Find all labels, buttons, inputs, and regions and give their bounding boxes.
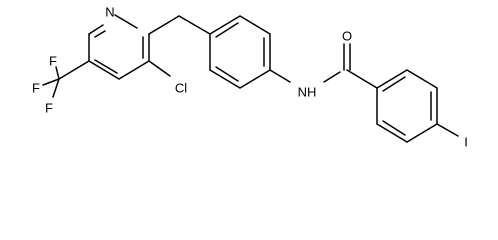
bond-iodophenyl-1 — [376, 69, 408, 89]
bond-cf3-f-bottom — [52, 78, 60, 98]
chemical-structure-diagram: N Cl F F F O NH I — [32, 5, 468, 150]
bond-carbonyl-aryl — [346, 69, 378, 89]
bond-iodophenyl-4 — [406, 123, 438, 143]
bond-c2-ch2 — [148, 15, 180, 35]
atom-label-fluorine-top: F — [49, 54, 57, 69]
bond-iodophenyl-1-double — [382, 76, 406, 92]
bond-phenyl-1-double — [215, 22, 239, 38]
atom-label-iodine: I — [464, 135, 468, 150]
bond-phenyl-4 — [239, 69, 271, 89]
atom-label-amide-o: O — [342, 29, 352, 44]
atom-label-pyridine-n: N — [105, 5, 114, 20]
bond-iodophenyl-5 — [376, 123, 408, 143]
bond-pyridine-c6-n-double — [94, 30, 106, 38]
bond-pyridine-c6-n — [88, 24, 104, 35]
bond-pyridine-c4-c5 — [88, 60, 120, 80]
bond-nh-carbonyl — [323, 71, 341, 83]
atom-label-chlorine: Cl — [175, 81, 187, 96]
atom-labels: N Cl F F F O NH I — [32, 5, 468, 150]
bond-c3-cl — [148, 60, 171, 77]
bond-iodophenyl-5-double — [382, 120, 406, 136]
bond-phenyl-5 — [209, 69, 241, 89]
bond-pyridine-c3-c4 — [118, 60, 150, 80]
bond-ch2-phenyl — [178, 15, 211, 35]
bond-cf3-f-top — [55, 66, 60, 80]
bond-phenyl-2 — [239, 15, 271, 35]
bond-pyridine-c4-c5-double — [94, 59, 118, 74]
atom-label-fluorine-bottom: F — [45, 101, 53, 116]
bond-c5-cf3 — [58, 60, 90, 80]
bond-cf3-f-left — [42, 78, 60, 86]
bond-iodophenyl-2 — [406, 69, 438, 89]
bond-phenyl-1 — [209, 15, 241, 35]
bond-phenyl-nh — [269, 69, 291, 83]
atom-label-amide-nh: NH — [298, 85, 317, 100]
bond-pyridine-n-c2 — [114, 14, 138, 29]
bonds — [42, 14, 459, 143]
atom-label-fluorine-left: F — [32, 81, 40, 96]
bond-phenyl-5-double — [215, 66, 239, 82]
bond-c-i — [436, 123, 459, 137]
